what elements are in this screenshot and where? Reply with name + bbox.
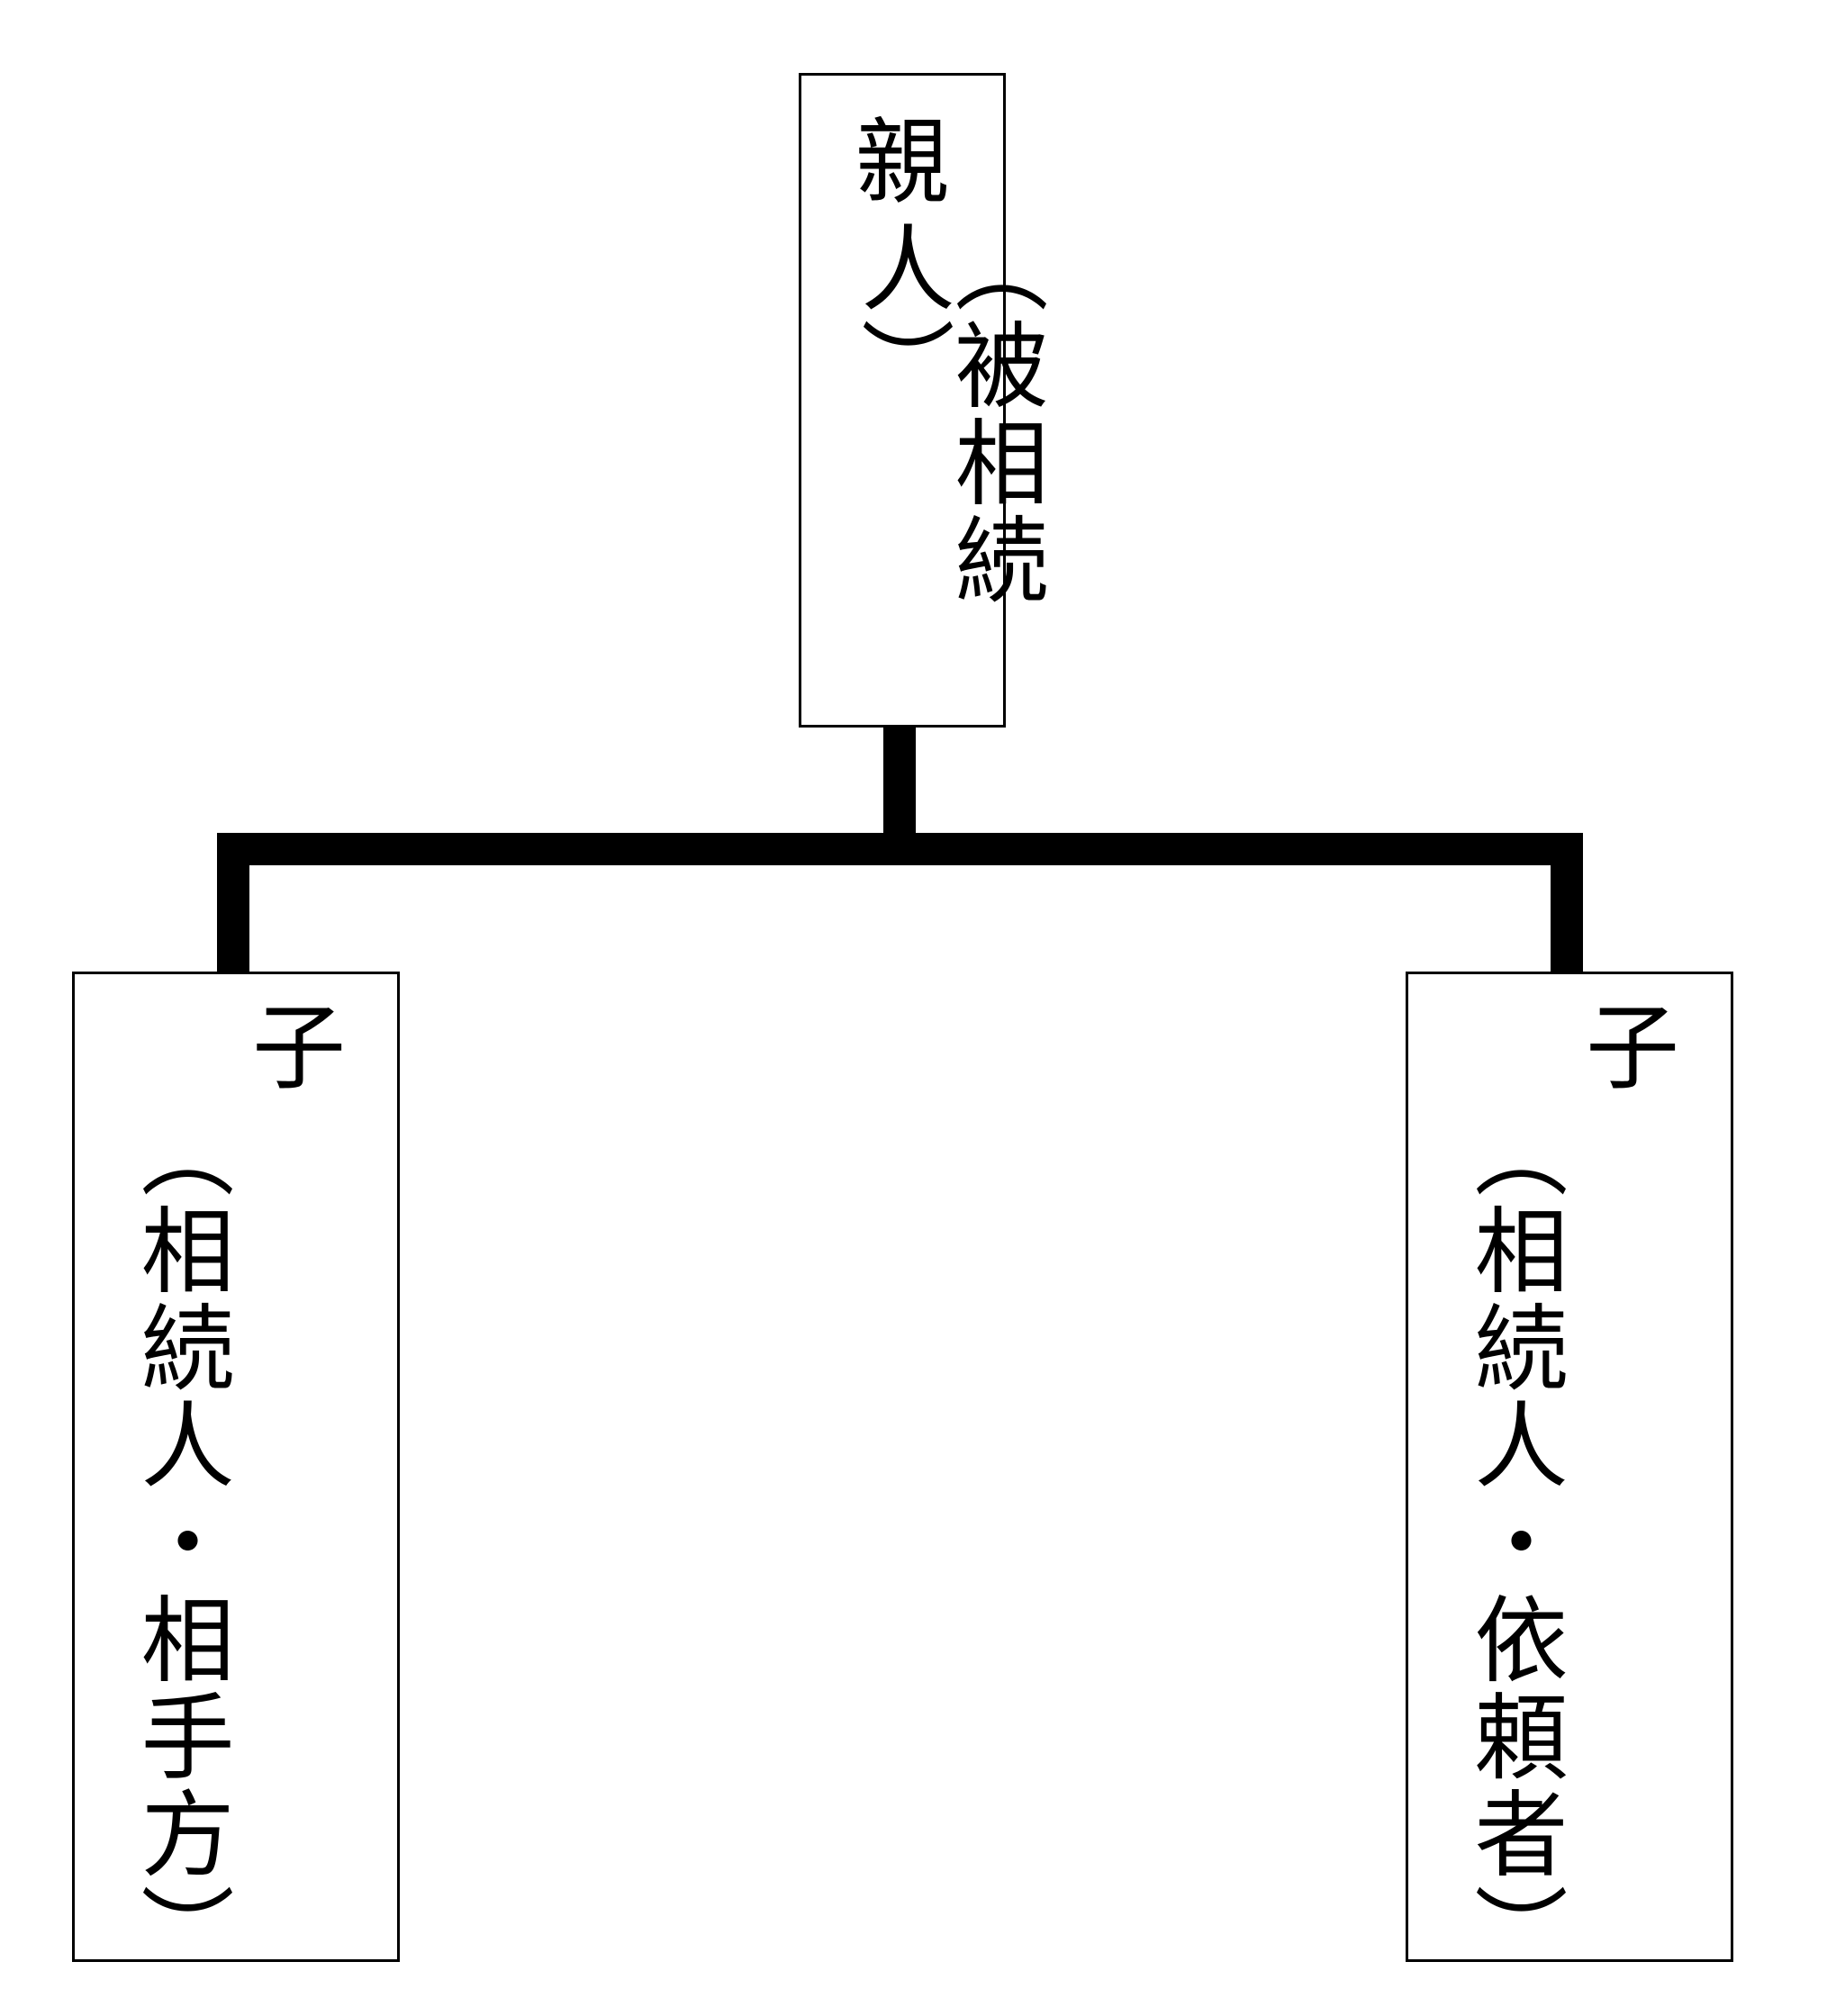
- child-node-left: 子 （相続人・相手方）: [72, 972, 400, 1980]
- left-child-title: 子: [252, 993, 347, 1103]
- parent-node: 親 （被相続人）: [799, 73, 1048, 728]
- right-child-title: 子: [1586, 993, 1680, 1103]
- parent-subtitle: （被相続人）: [845, 220, 1048, 609]
- horizontal-sibling-connector: [217, 833, 1583, 865]
- left-child-connector: [217, 833, 249, 974]
- right-child-connector: [1551, 833, 1583, 974]
- right-child-subtitle: （相続人・依頼者）: [1458, 1105, 1568, 1980]
- child-node-right: 子 （相続人・依頼者）: [1406, 972, 1733, 1980]
- left-child-subtitle: （相続人・相手方）: [124, 1105, 234, 1980]
- parent-title: 親: [855, 107, 950, 217]
